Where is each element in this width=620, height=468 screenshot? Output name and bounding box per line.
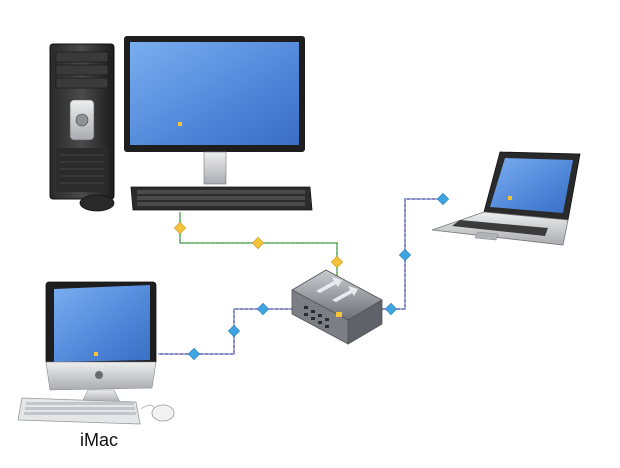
apple-logo-icon	[95, 371, 103, 379]
imac-keyboard	[17, 397, 141, 425]
link-switch-laptop	[380, 198, 445, 310]
desktop-monitor	[124, 36, 305, 185]
desktop-keyboard	[130, 186, 313, 211]
laptop-icon	[431, 151, 581, 246]
desktop-mouse	[79, 194, 115, 212]
link-markers	[173, 192, 450, 361]
desktop-tower	[49, 43, 115, 200]
link-imac-switch	[158, 308, 292, 355]
desktop-computer-icon	[49, 36, 313, 212]
imac-icon	[17, 281, 175, 425]
network-switch-icon	[291, 269, 383, 345]
imac-label: iMac	[80, 430, 119, 450]
imac-mouse	[151, 404, 175, 422]
